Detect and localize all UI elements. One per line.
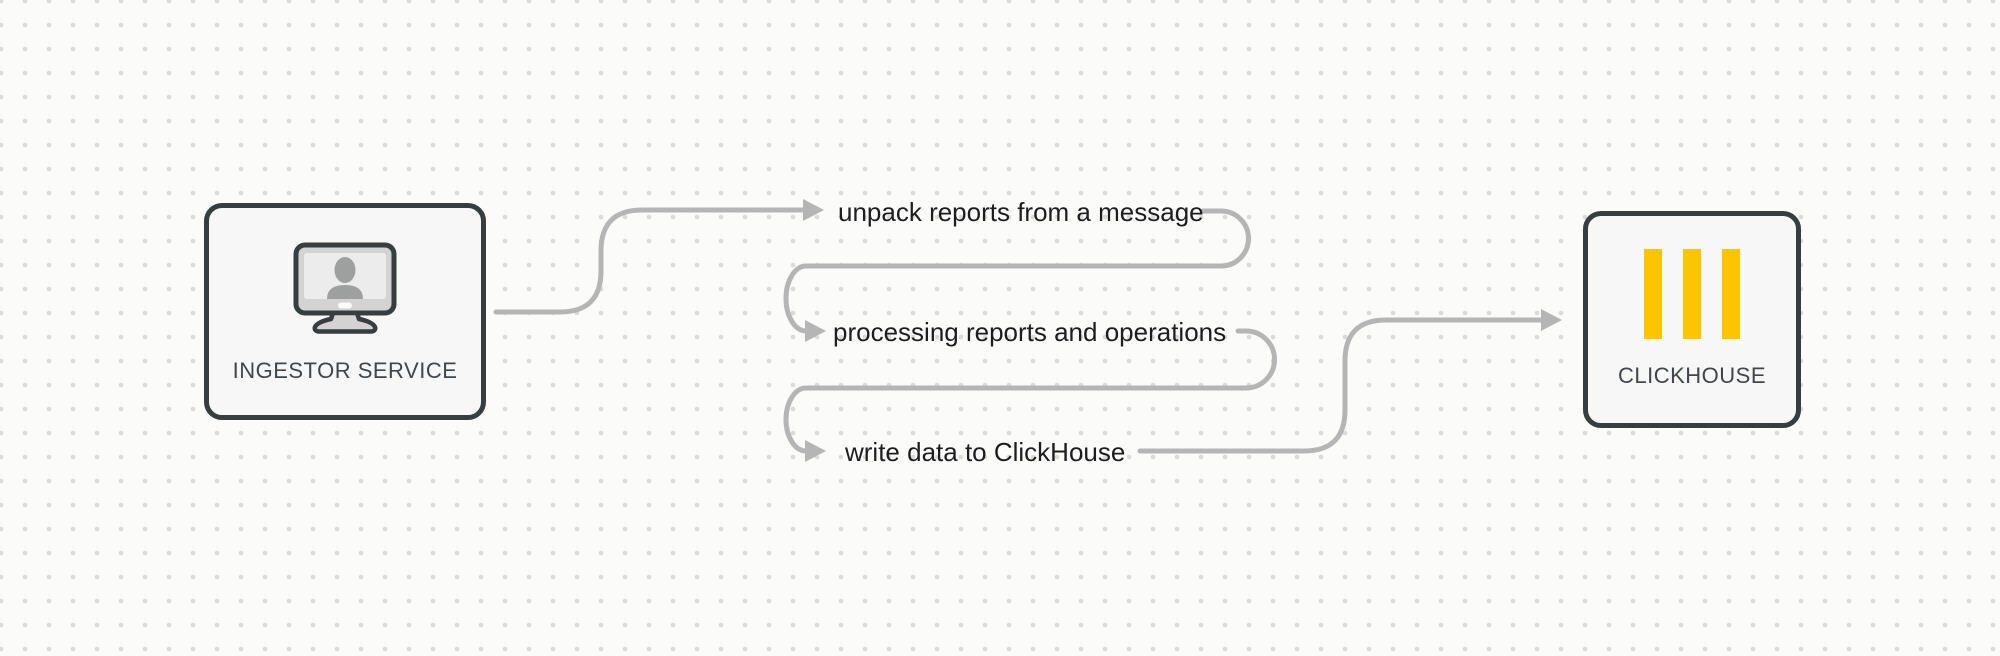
clickhouse-label: CLICKHOUSE (1617, 363, 1767, 388)
workstation-monitor-user-icon (293, 242, 397, 334)
clickhouse-bar (1722, 249, 1740, 339)
step-label-write-data: write data to ClickHouse (845, 437, 1126, 467)
step-label-processing-reports: processing reports and operations (833, 317, 1227, 347)
arrow-step-2-to-step-3 (783, 328, 1277, 462)
clickhouse-bar (1683, 249, 1701, 339)
arrow-step-1-to-step-2 (783, 208, 1251, 342)
ingestor-service-label: INGESTOR SERVICE (232, 358, 458, 383)
node-ingestor-service: INGESTOR SERVICE (204, 203, 486, 420)
step-label-unpack-reports: unpack reports from a message (838, 197, 1204, 227)
clickhouse-bars-logo-icon (1644, 249, 1740, 339)
arrow-ingestor-to-step-1 (493, 199, 824, 315)
clickhouse-bar (1644, 249, 1662, 339)
node-clickhouse: CLICKHOUSE (1583, 211, 1801, 428)
